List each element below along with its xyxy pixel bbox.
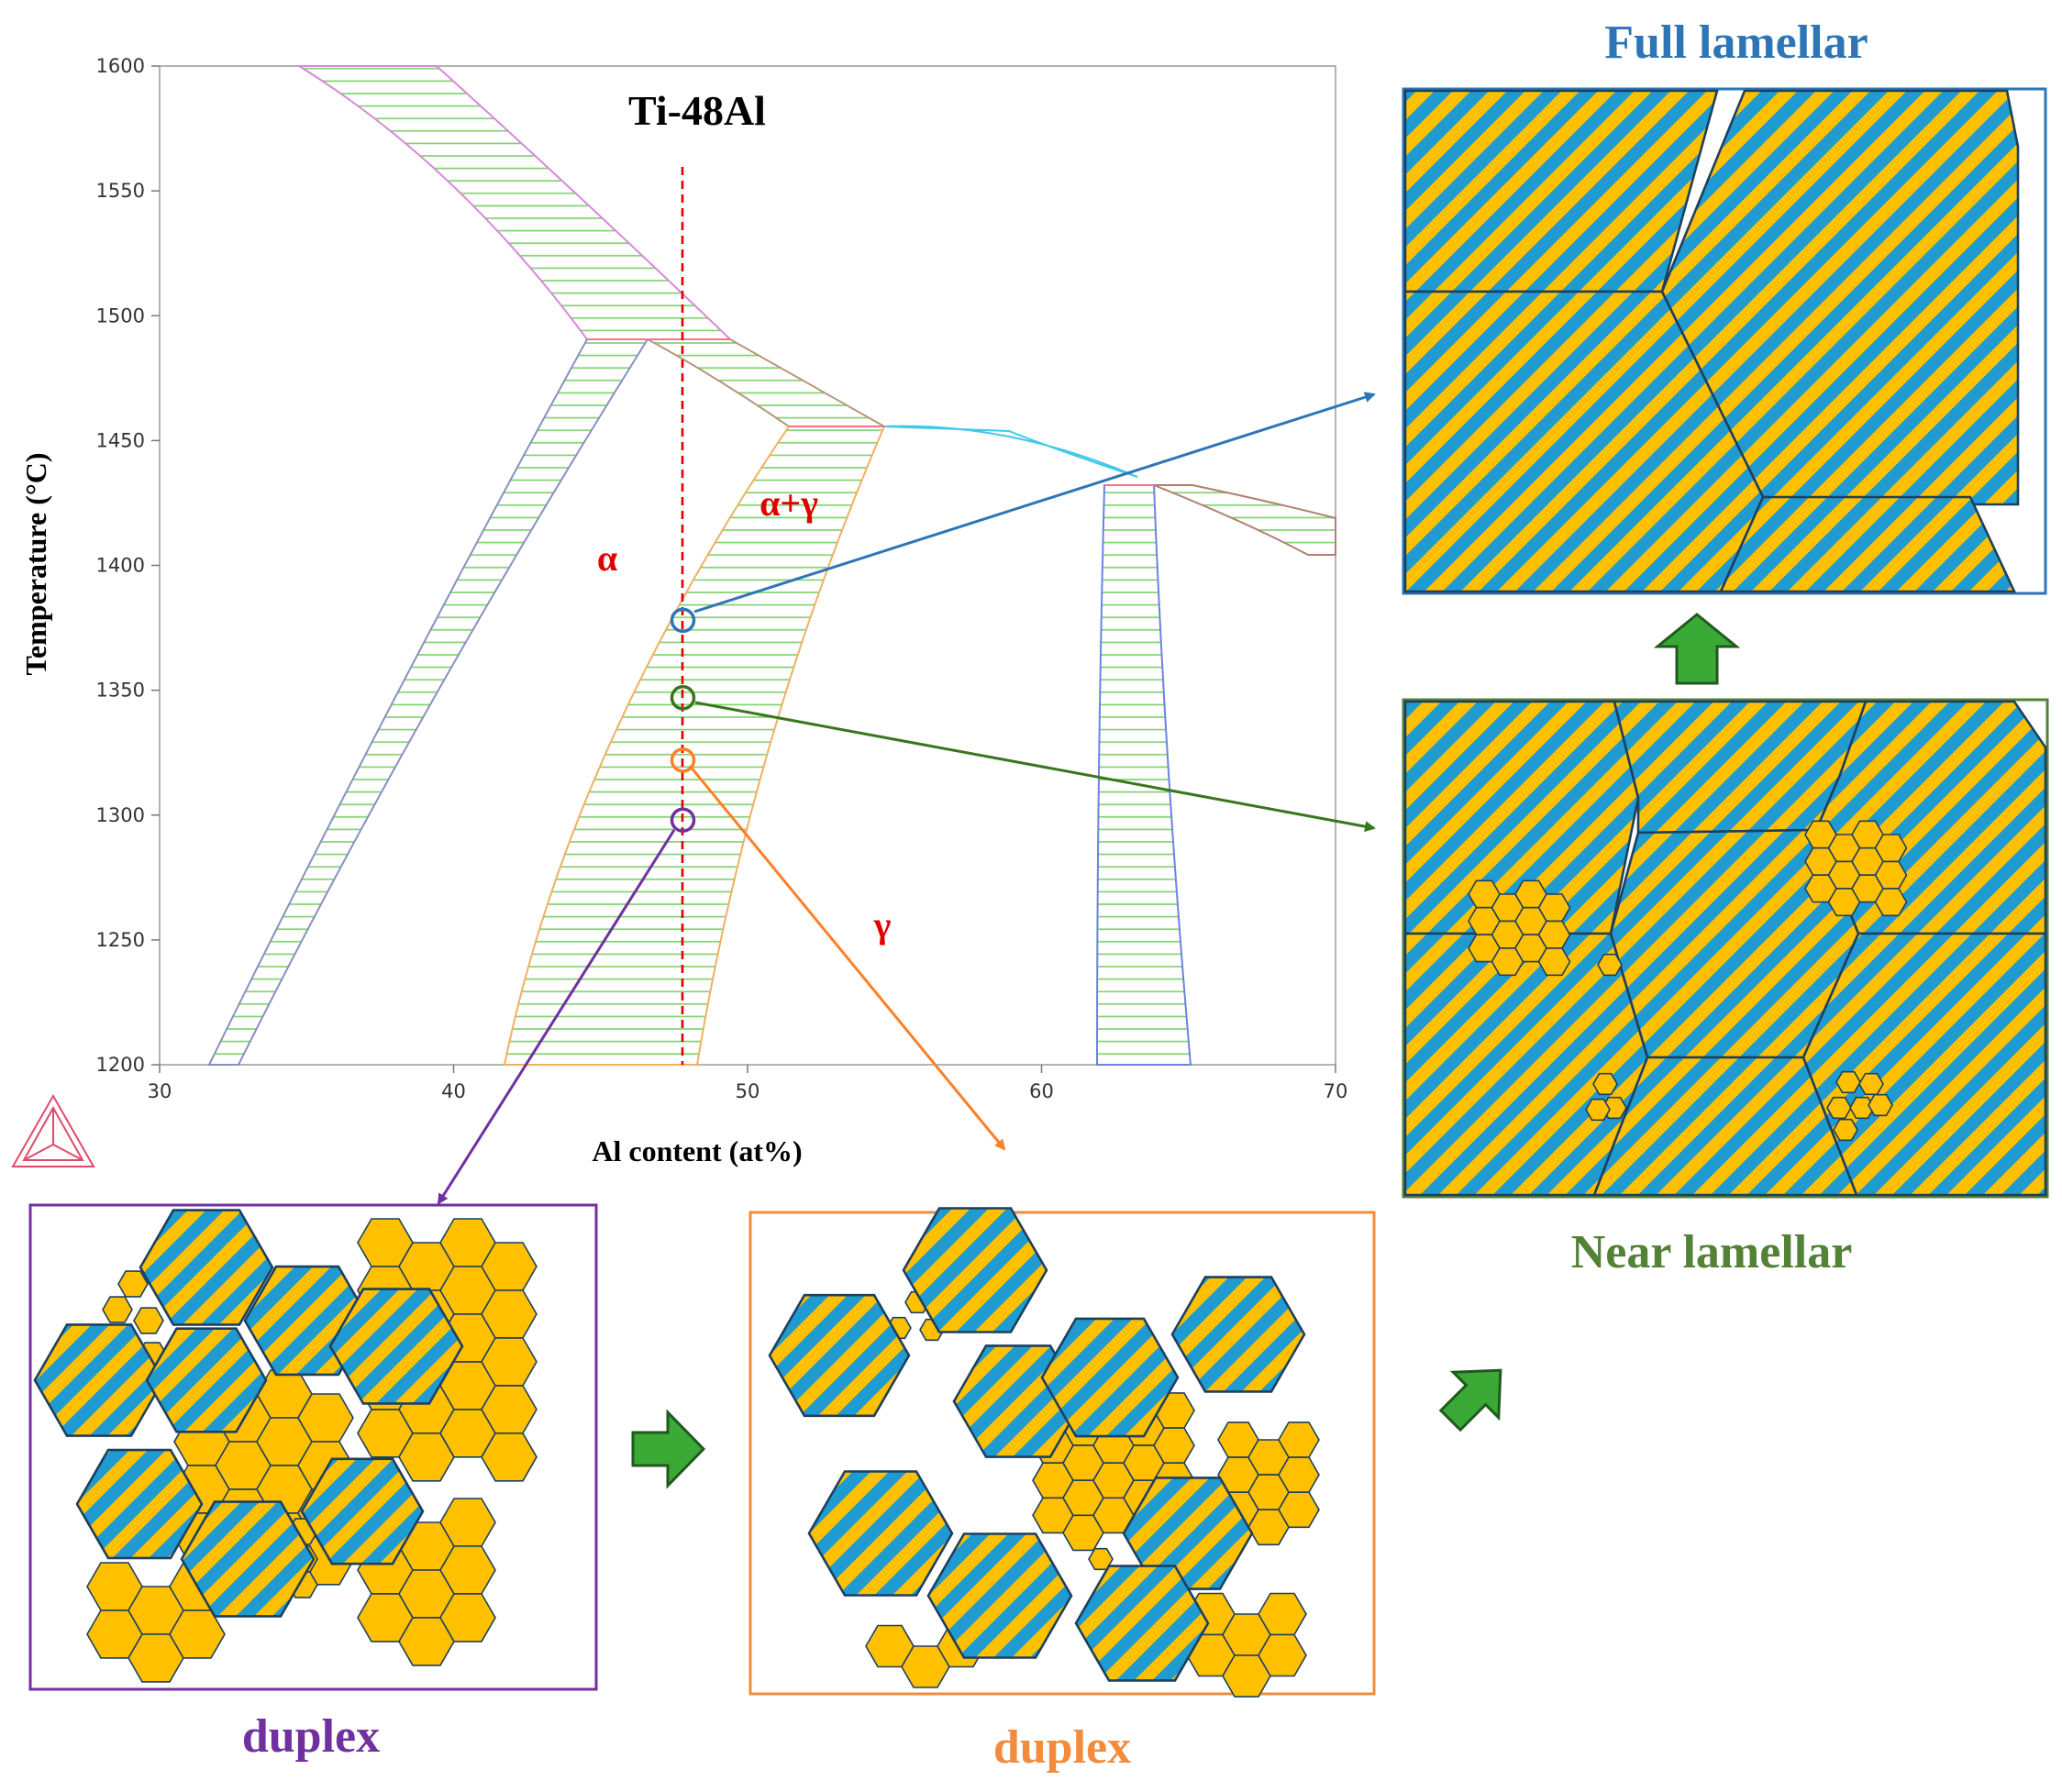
y-tick-label: 1450 — [96, 429, 145, 451]
gamma-grain — [133, 1307, 164, 1334]
lamellar-colony — [926, 1532, 1073, 1659]
arrow-to-full-lamellar — [693, 392, 1376, 614]
near-lamellar-panel — [1402, 698, 2049, 1199]
gamma-grain — [481, 1432, 538, 1482]
connector-arrows — [437, 392, 1376, 1205]
x-tick-label: 60 — [1029, 1080, 1054, 1102]
arrow-to-purple-duplex — [437, 829, 676, 1205]
gamma-grain — [439, 1593, 496, 1643]
x-tick-label: 50 — [736, 1080, 760, 1102]
gamma-grain — [1258, 1633, 1307, 1677]
lamellar-colony — [902, 1207, 1048, 1333]
full-lamellar-label: Full lamellar — [1604, 17, 1868, 69]
y-tick-label: 1300 — [96, 804, 145, 826]
two-phase-regions — [207, 65, 1336, 1066]
x-axis-label: Al content (at%) — [592, 1134, 802, 1167]
phase-label-gamma: γ — [873, 904, 892, 946]
diagonal-arrow-icon — [1438, 1368, 1502, 1432]
y-axis-label: Temperature (°C) — [19, 453, 52, 676]
evolution-arrows — [631, 613, 1741, 1489]
lamellar-colony — [139, 1209, 274, 1326]
arrow-to-orange-duplex — [688, 765, 1006, 1151]
y-tick-label: 1400 — [96, 555, 145, 577]
up-arrow-icon — [1653, 613, 1741, 685]
y-tick-label: 1500 — [96, 304, 145, 326]
duplex-purple-label: duplex — [242, 1710, 380, 1763]
lamellar-colony — [328, 1288, 464, 1405]
gamma-grain — [1835, 1070, 1861, 1094]
lamellar-colony — [768, 1293, 911, 1418]
gamma-grain — [1858, 1072, 1884, 1096]
lamellar-colony — [145, 1327, 268, 1433]
phase-diagram: 30 40 50 60 70 1200 1250 1300 1350 1400 1450 1500 15… — [11, 55, 1348, 1167]
gamma-grain — [102, 1296, 133, 1323]
gamma-grain — [1874, 888, 1908, 917]
gamma-grain — [1597, 953, 1623, 977]
thermo-logo — [11, 1093, 95, 1167]
heat-treatment-points — [670, 607, 696, 833]
gamma-grain — [1585, 1098, 1611, 1122]
duplex-orange-label: duplex — [993, 1721, 1131, 1774]
lamellar-grain — [1592, 1056, 1858, 1197]
right-arrow-icon — [631, 1409, 706, 1489]
x-tick-label: 40 — [441, 1080, 466, 1102]
arrow-to-near-lamellar — [694, 701, 1376, 833]
heat-treatment-point-marker — [670, 685, 696, 711]
y-tick-label: 1600 — [96, 55, 145, 77]
gamma-grain — [1537, 920, 1571, 949]
phase-label-alpha: α — [597, 537, 617, 579]
heat-treatment-point-marker — [670, 807, 696, 833]
lamellar-colony — [300, 1457, 425, 1565]
lamellar-colony — [33, 1323, 165, 1437]
gamma-grain — [1874, 860, 1908, 890]
gamma-grain-cluster — [1468, 820, 1908, 1142]
y-tick-label: 1350 — [96, 680, 145, 702]
full-lamellar-panel — [1402, 87, 2047, 595]
diagram-title: Ti-48Al — [628, 87, 766, 134]
region-upper-right — [1153, 484, 1336, 556]
lamellar-grain — [1718, 495, 2017, 593]
region-gamma-gamma-prime — [1095, 484, 1192, 1066]
lamellar-colony — [1074, 1565, 1210, 1682]
lamellar-colony — [180, 1500, 316, 1618]
phase-label-alpha-gamma: α+γ — [759, 482, 818, 524]
x-tick-label: 70 — [1324, 1080, 1348, 1102]
gamma-grain — [1278, 1491, 1320, 1529]
y-tick-label: 1550 — [96, 180, 145, 202]
gamma-grain — [1592, 1072, 1618, 1096]
gamma-grain — [1537, 893, 1571, 923]
lamellar-colony — [1170, 1276, 1306, 1393]
near-lamellar-label: Near lamellar — [1571, 1226, 1853, 1278]
duplex-orange-panel — [748, 1207, 1376, 1698]
heat-treatment-point-marker — [670, 607, 696, 634]
gamma-grain — [1833, 1118, 1858, 1142]
axis-ticks: 30 40 50 60 70 1200 1250 1300 1350 1400 1450 1500 15… — [96, 55, 1348, 1102]
lamellar-grain — [1801, 932, 2047, 1197]
gamma-grain — [117, 1270, 149, 1298]
gamma-grain — [1868, 1093, 1893, 1117]
gamma-grain — [1537, 947, 1571, 977]
lamellar-colony — [1122, 1477, 1254, 1590]
lamellar-colony — [807, 1470, 954, 1597]
y-tick-label: 1200 — [96, 1054, 145, 1076]
lamellar-colony — [75, 1448, 204, 1560]
lamellar-colonies — [33, 1209, 464, 1618]
lamellar-colony — [1040, 1317, 1180, 1438]
x-tick-label: 30 — [148, 1080, 172, 1102]
gamma-grain — [1826, 1096, 1852, 1120]
region-beta-alpha — [207, 338, 649, 1066]
gamma-grain — [1849, 1096, 1875, 1120]
gamma-grain — [1874, 834, 1908, 863]
region-alpha-gamma — [503, 426, 886, 1066]
lamellar-grain — [1403, 700, 1640, 935]
heat-treatment-point-marker — [670, 747, 696, 773]
duplex-purple-panel — [28, 1203, 598, 1691]
y-tick-label: 1250 — [96, 929, 145, 951]
lamellar-colonies — [768, 1207, 1306, 1682]
lamellar-grain — [1403, 89, 1719, 293]
